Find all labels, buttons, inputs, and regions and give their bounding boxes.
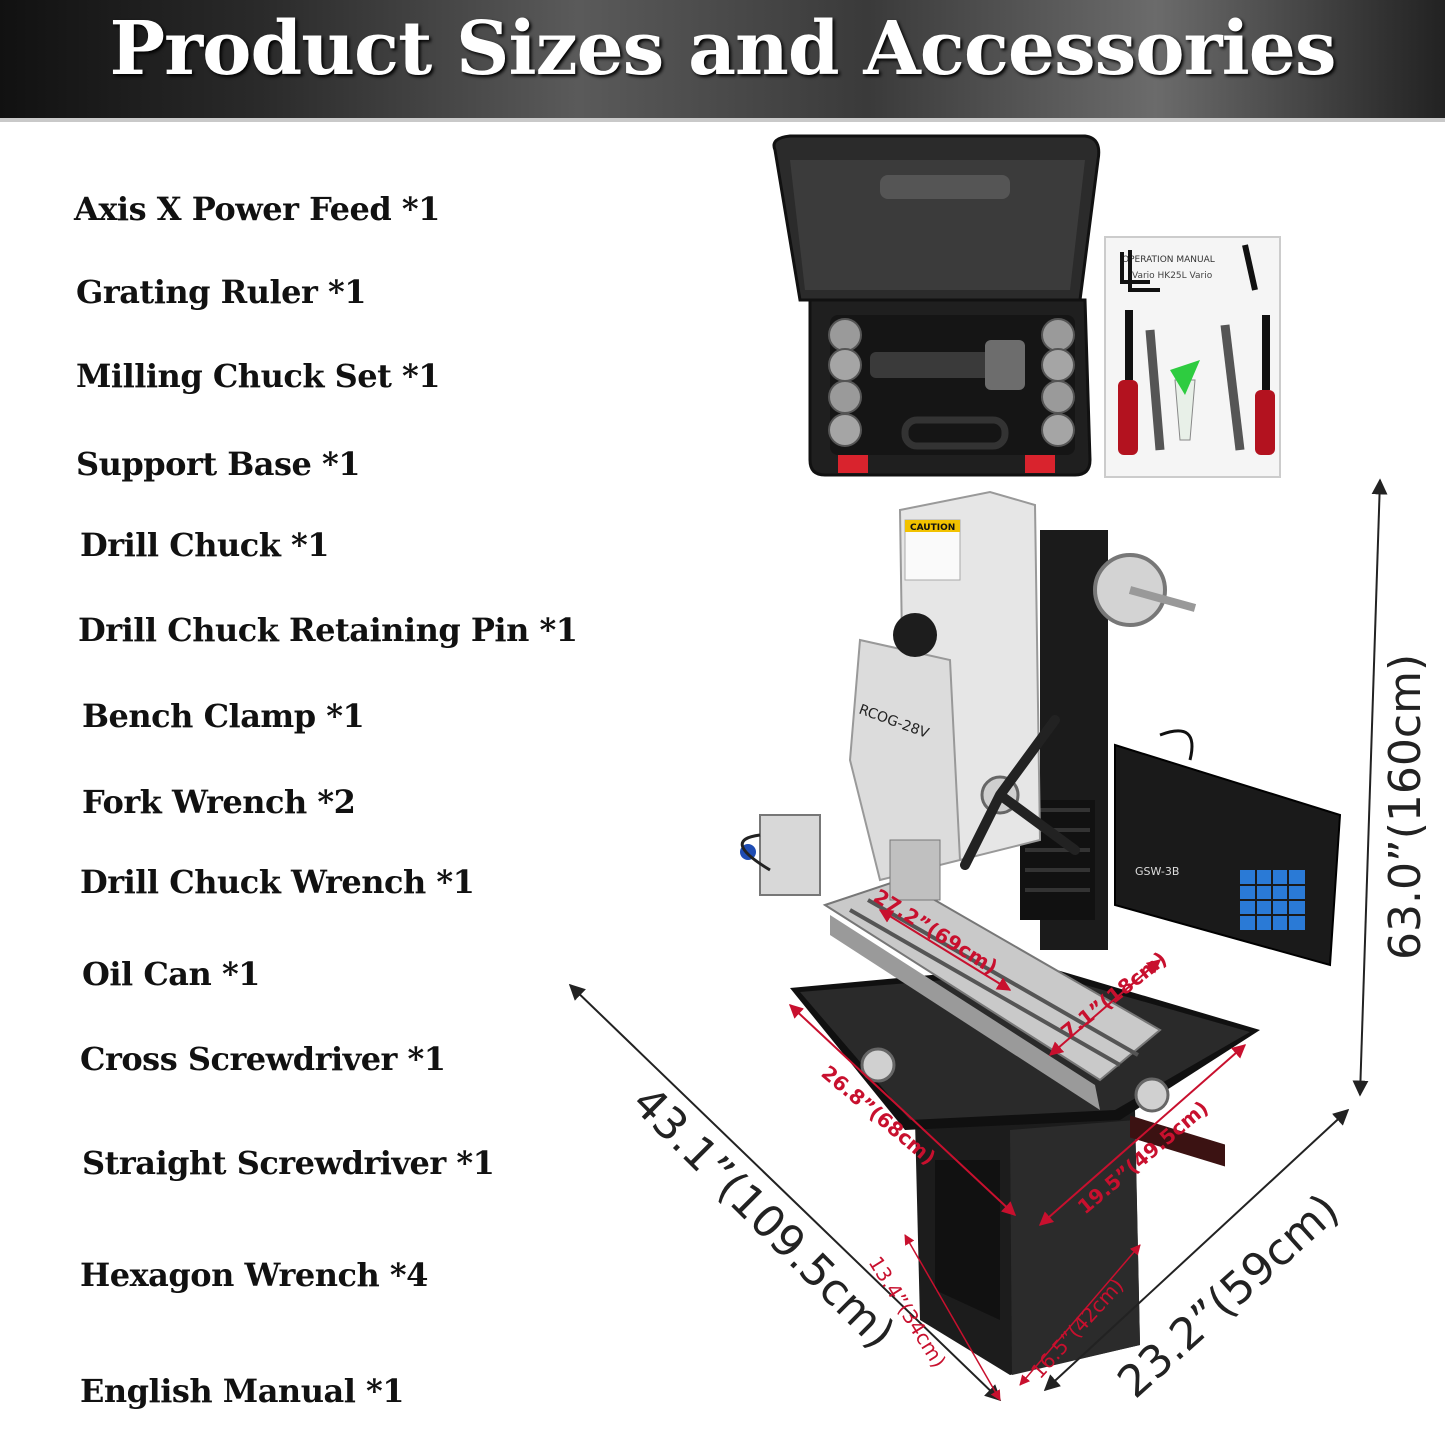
accessory-item: Cross Screwdriver *1 — [80, 1040, 446, 1078]
base-width-dimension-line — [904, 1234, 1001, 1401]
table-length-dimension-line — [878, 909, 1012, 991]
case-latch — [838, 455, 868, 473]
accessory-item: Straight Screwdriver *1 — [82, 1144, 495, 1182]
feed-lever-icon — [960, 715, 1080, 870]
header-banner — [0, 0, 1445, 118]
accessory-item: Bench Clamp *1 — [82, 697, 365, 735]
collet-row-left — [828, 318, 862, 447]
tray-length-dimension-line — [788, 1004, 1017, 1216]
x-axis-power-feed — [740, 814, 821, 896]
manual-heading: OPERATION MANUAL — [1122, 255, 1215, 265]
fork-wrench-icon — [1220, 324, 1245, 451]
accessory-item: English Manual *1 — [80, 1372, 404, 1410]
accessory-item: Drill Chuck *1 — [80, 526, 330, 564]
height-dimension-line — [1352, 478, 1388, 1097]
screwdriver-icon — [1262, 315, 1270, 390]
banner-divider — [0, 118, 1445, 122]
depth-dimension-label: 23.2”(59cm) — [1108, 1184, 1349, 1408]
screwdriver-icon — [1125, 310, 1133, 380]
milling-chuck-case — [772, 134, 1101, 477]
manual-tool-bag: OPERATION MANUAL Vario HK25L Vario — [1104, 236, 1281, 478]
accessory-item: Oil Can *1 — [82, 955, 260, 993]
accessory-item: Hexagon Wrench *4 — [80, 1256, 428, 1294]
table-width-dimension-line — [1048, 959, 1162, 1056]
case-handle — [901, 416, 1009, 450]
accessory-item: Drill Chuck Wrench *1 — [80, 863, 475, 901]
caution-label: CAUTION — [910, 523, 955, 533]
handwheel-icon — [1134, 1077, 1170, 1113]
height-dimension-label: 63.0”(160cm) — [1380, 654, 1431, 960]
milling-head: CAUTION RCOG-28V — [848, 490, 1080, 901]
accessory-item: Axis X Power Feed *1 — [74, 190, 440, 228]
accessory-item: Drill Chuck Retaining Pin *1 — [78, 611, 578, 649]
dro-keypad — [1240, 870, 1305, 930]
page-title: Product Sizes and Accessories — [109, 6, 1336, 92]
case-latch — [1025, 455, 1055, 473]
manual-subheading: Vario HK25L Vario — [1132, 271, 1213, 281]
accessory-item: Fork Wrench *2 — [82, 783, 356, 821]
collet-row-right — [1041, 318, 1075, 447]
speed-knob-icon — [893, 613, 937, 657]
base-depth-dimension-line — [1019, 1244, 1141, 1386]
dro-model-label: GSW-3B — [1135, 865, 1179, 878]
case-handle-recess — [880, 175, 1010, 199]
fork-wrench-icon — [1145, 329, 1165, 451]
drill-chuck-wrench-icon — [1242, 244, 1258, 291]
length-dimension-label: 43.1”(109.5cm) — [622, 1077, 904, 1359]
tray-width-dimension-line — [1038, 1044, 1247, 1226]
hexagon-wrench-icon — [1120, 252, 1150, 284]
accessory-item: Grating Ruler *1 — [76, 273, 367, 311]
accessory-item: Support Base *1 — [76, 445, 361, 483]
chuck-arbor — [870, 352, 1000, 378]
support-base — [915, 1110, 1140, 1375]
accessory-item: Milling Chuck Set *1 — [76, 357, 441, 395]
